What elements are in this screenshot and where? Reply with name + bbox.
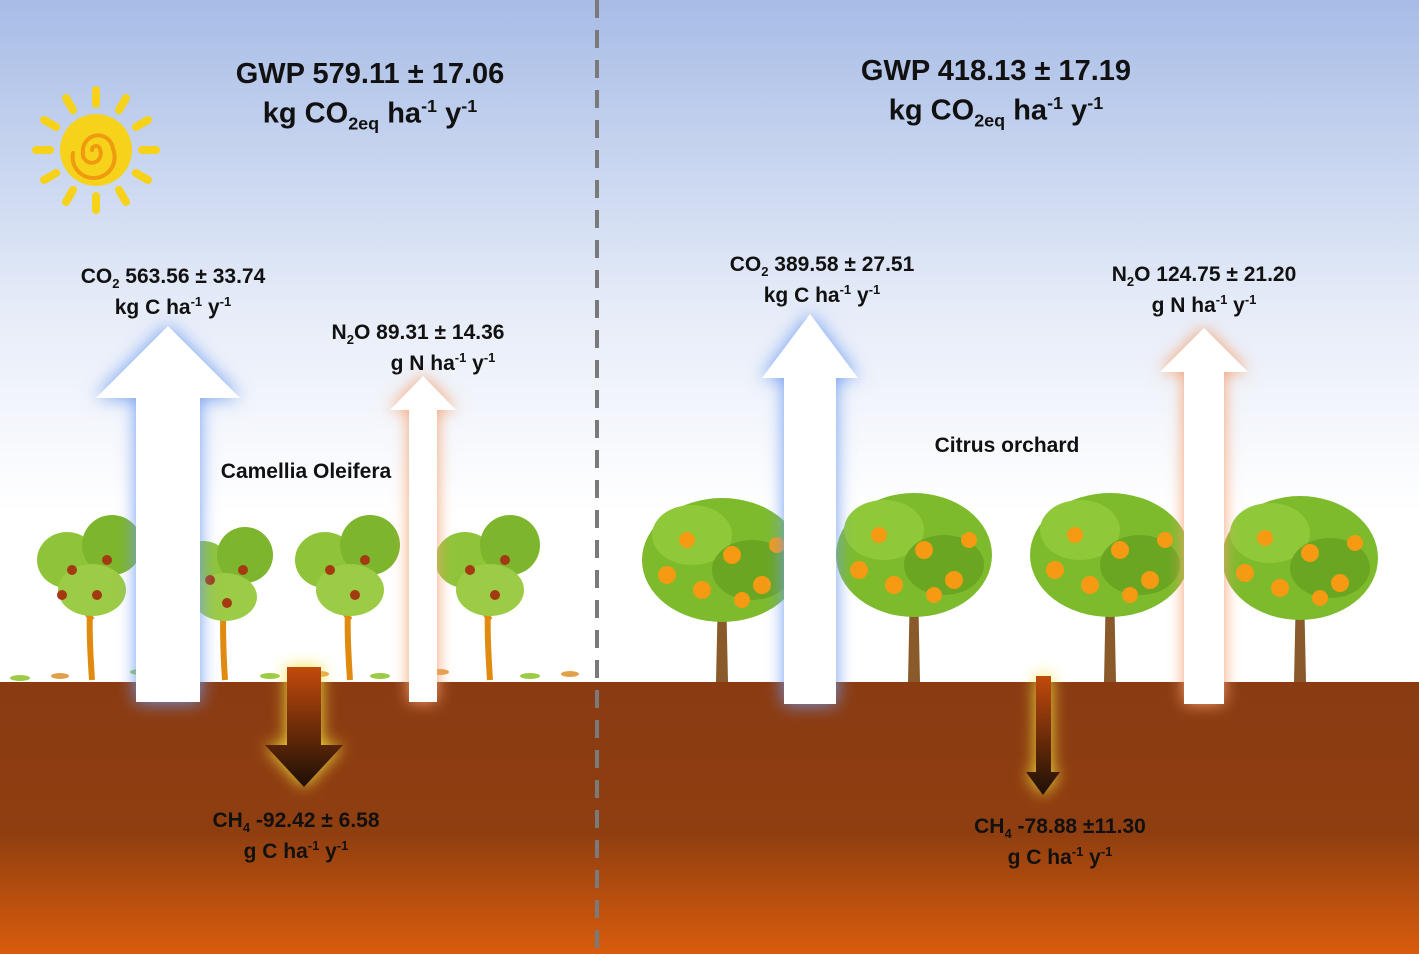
citrus-tree-row — [642, 493, 1378, 682]
camellia-shrub-icon — [37, 515, 142, 681]
n2o-flux-label: N2O 89.31 ± 14.36 g N ha-1 y-1 — [331, 321, 505, 376]
n2o-flux-label: N2O 124.75 ± 21.20 g N ha-1 y-1 — [1111, 263, 1297, 318]
n2o-flux-arrow — [390, 376, 456, 702]
ch4-flux-arrow — [265, 667, 343, 787]
citrus-tree-icon — [836, 493, 992, 682]
ch4-flux-arrow — [1026, 676, 1060, 795]
site-name-label: Camellia Oleifera — [220, 460, 392, 483]
co2-flux-label: CO2 563.56 ± 33.74 kg C ha-1 y-1 — [80, 265, 266, 320]
co2-flux-label: CO2 389.58 ± 27.51 kg C ha-1 y-1 — [729, 253, 915, 308]
ch4-flux-label: CH4 -78.88 ±11.30 g C ha-1 y-1 — [974, 815, 1146, 870]
camellia-shrub-row — [10, 515, 579, 681]
soil-layer — [0, 682, 1419, 954]
camellia-shrub-icon — [295, 515, 400, 681]
co2-flux-arrow — [762, 314, 858, 704]
citrus-tree-icon — [642, 498, 802, 682]
sun-icon — [32, 86, 160, 214]
site-name-label: Citrus orchard — [934, 434, 1080, 457]
citrus-tree-icon — [1030, 493, 1190, 682]
citrus-tree-icon — [1222, 496, 1378, 682]
gwp-label: GWP 579.11 ± 17.06 kg CO2eq ha-1 y-1 — [235, 58, 505, 134]
gwp-label: GWP 418.13 ± 17.19 kg CO2eq ha-1 y-1 — [860, 55, 1132, 131]
n2o-flux-arrow — [1160, 328, 1248, 704]
camellia-shrub-icon — [435, 515, 540, 681]
ch4-flux-label: CH4 -92.42 ± 6.58 g C ha-1 y-1 — [212, 809, 380, 864]
co2-flux-arrow — [96, 326, 240, 702]
